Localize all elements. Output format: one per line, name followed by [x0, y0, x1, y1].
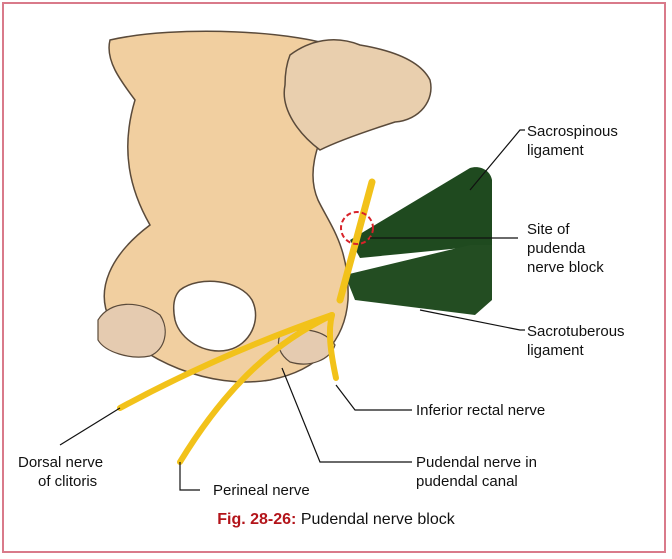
sacrum-cap: [284, 40, 431, 150]
label-perineal-nerve: Perineal nerve: [213, 481, 310, 500]
label-line: Dorsal nerve: [18, 453, 103, 472]
label-line: nerve block: [527, 258, 604, 277]
label-line: of clitoris: [18, 472, 103, 491]
label-line: ligament: [527, 141, 618, 160]
label-line: Sacrotuberous: [527, 322, 625, 341]
figure-title: Pudendal nerve block: [301, 511, 455, 528]
label-line: pudenda: [527, 239, 604, 258]
label-dorsal-nerve: Dorsal nerve of clitoris: [18, 453, 103, 491]
label-inferior-rectal-nerve: Inferior rectal nerve: [416, 401, 545, 420]
label-line: Pudendal nerve in: [416, 453, 537, 472]
label-line: Sacrospinous: [527, 122, 618, 141]
ischial-tuberosity: [98, 304, 165, 357]
label-line: pudendal canal: [416, 472, 537, 491]
label-pudendal-nerve: Pudendal nerve in pudendal canal: [416, 453, 537, 491]
label-line: ligament: [527, 341, 625, 360]
figure-caption: Fig. 28-26: Pudendal nerve block: [0, 511, 672, 529]
label-sacrotuberous-ligament: Sacrotuberous ligament: [527, 322, 625, 360]
label-line: Site of: [527, 220, 604, 239]
label-site-of-block: Site of pudenda nerve block: [527, 220, 604, 277]
figure-number: Fig. 28-26:: [217, 511, 296, 528]
label-sacrospinous-ligament: Sacrospinous ligament: [527, 122, 618, 160]
